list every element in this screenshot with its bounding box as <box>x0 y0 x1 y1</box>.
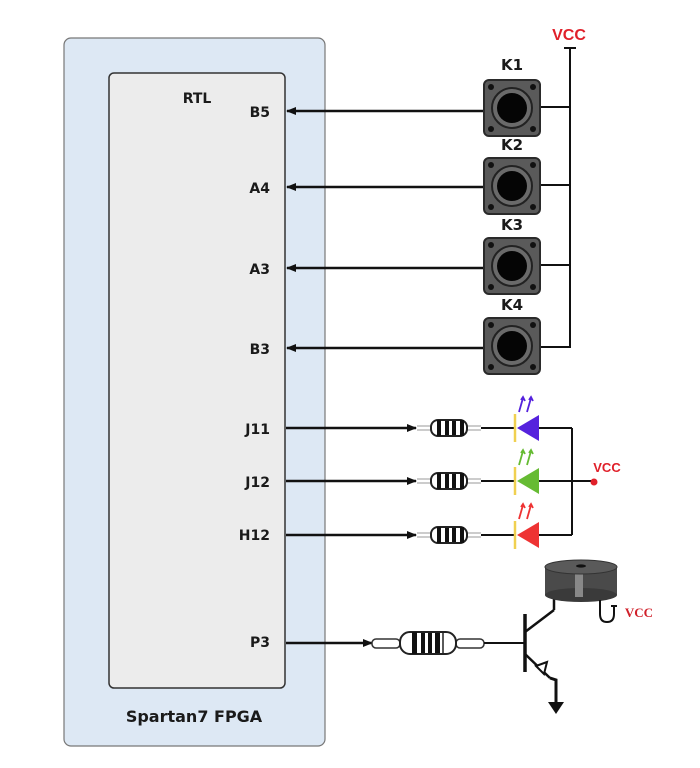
key-k4: K4 <box>483 296 541 375</box>
led-h12 <box>513 502 539 549</box>
key-k3-label: K3 <box>501 216 523 234</box>
pushbutton-icon <box>483 79 541 137</box>
resistor-j11-icon <box>417 420 481 436</box>
resistor-p3-icon <box>371 631 485 655</box>
key-k1-label: K1 <box>501 56 523 74</box>
pin-h12-label: H12 <box>239 528 270 544</box>
pin-a4-label: A4 <box>249 181 270 197</box>
key-vcc-bus: VCC <box>540 27 586 348</box>
key-k3: K3 <box>483 216 541 295</box>
led-vcc-bus: VCC <box>539 427 621 536</box>
buzzer-circuit: VCC <box>286 559 653 714</box>
led-j12 <box>513 448 539 495</box>
led-wires <box>286 424 417 539</box>
key-k1: K1 <box>483 56 541 137</box>
fpga-label: Spartan7 FPGA <box>126 707 263 726</box>
key-k2: K2 <box>483 136 541 215</box>
vcc-buzzer-label: VCC <box>625 605 653 620</box>
key-wires <box>286 107 486 352</box>
led-purple-icon <box>517 415 539 441</box>
vcc-leds-label: VCC <box>593 460 621 475</box>
vcc-keys-label: VCC <box>552 27 586 44</box>
resistor-j12-icon <box>417 473 481 489</box>
led-j11 <box>513 395 539 442</box>
pin-p3-label: P3 <box>250 635 270 651</box>
led-green-icon <box>517 468 539 494</box>
transistor-icon <box>523 597 564 714</box>
rtl-inner-box <box>108 72 286 689</box>
pushbutton-icon <box>483 237 541 295</box>
pin-b5-label: B5 <box>250 105 270 121</box>
pin-b3-label: B3 <box>250 342 270 358</box>
buzzer-icon <box>544 559 618 624</box>
rtl-label: RTL <box>183 91 212 107</box>
pushbutton-icon <box>483 157 541 215</box>
pin-j12-label: J12 <box>244 475 270 491</box>
pin-j11-label: J11 <box>244 422 270 438</box>
pin-a3-label: A3 <box>249 262 270 278</box>
key-k2-label: K2 <box>501 136 523 154</box>
resistor-h12-icon <box>417 527 481 543</box>
pushbutton-icon <box>483 317 541 375</box>
led-red-icon <box>517 522 539 548</box>
key-k4-label: K4 <box>501 296 523 314</box>
fpga-block: RTL Spartan7 FPGA <box>63 37 326 747</box>
ground-icon <box>548 702 564 714</box>
vcc-node-icon <box>590 478 598 486</box>
